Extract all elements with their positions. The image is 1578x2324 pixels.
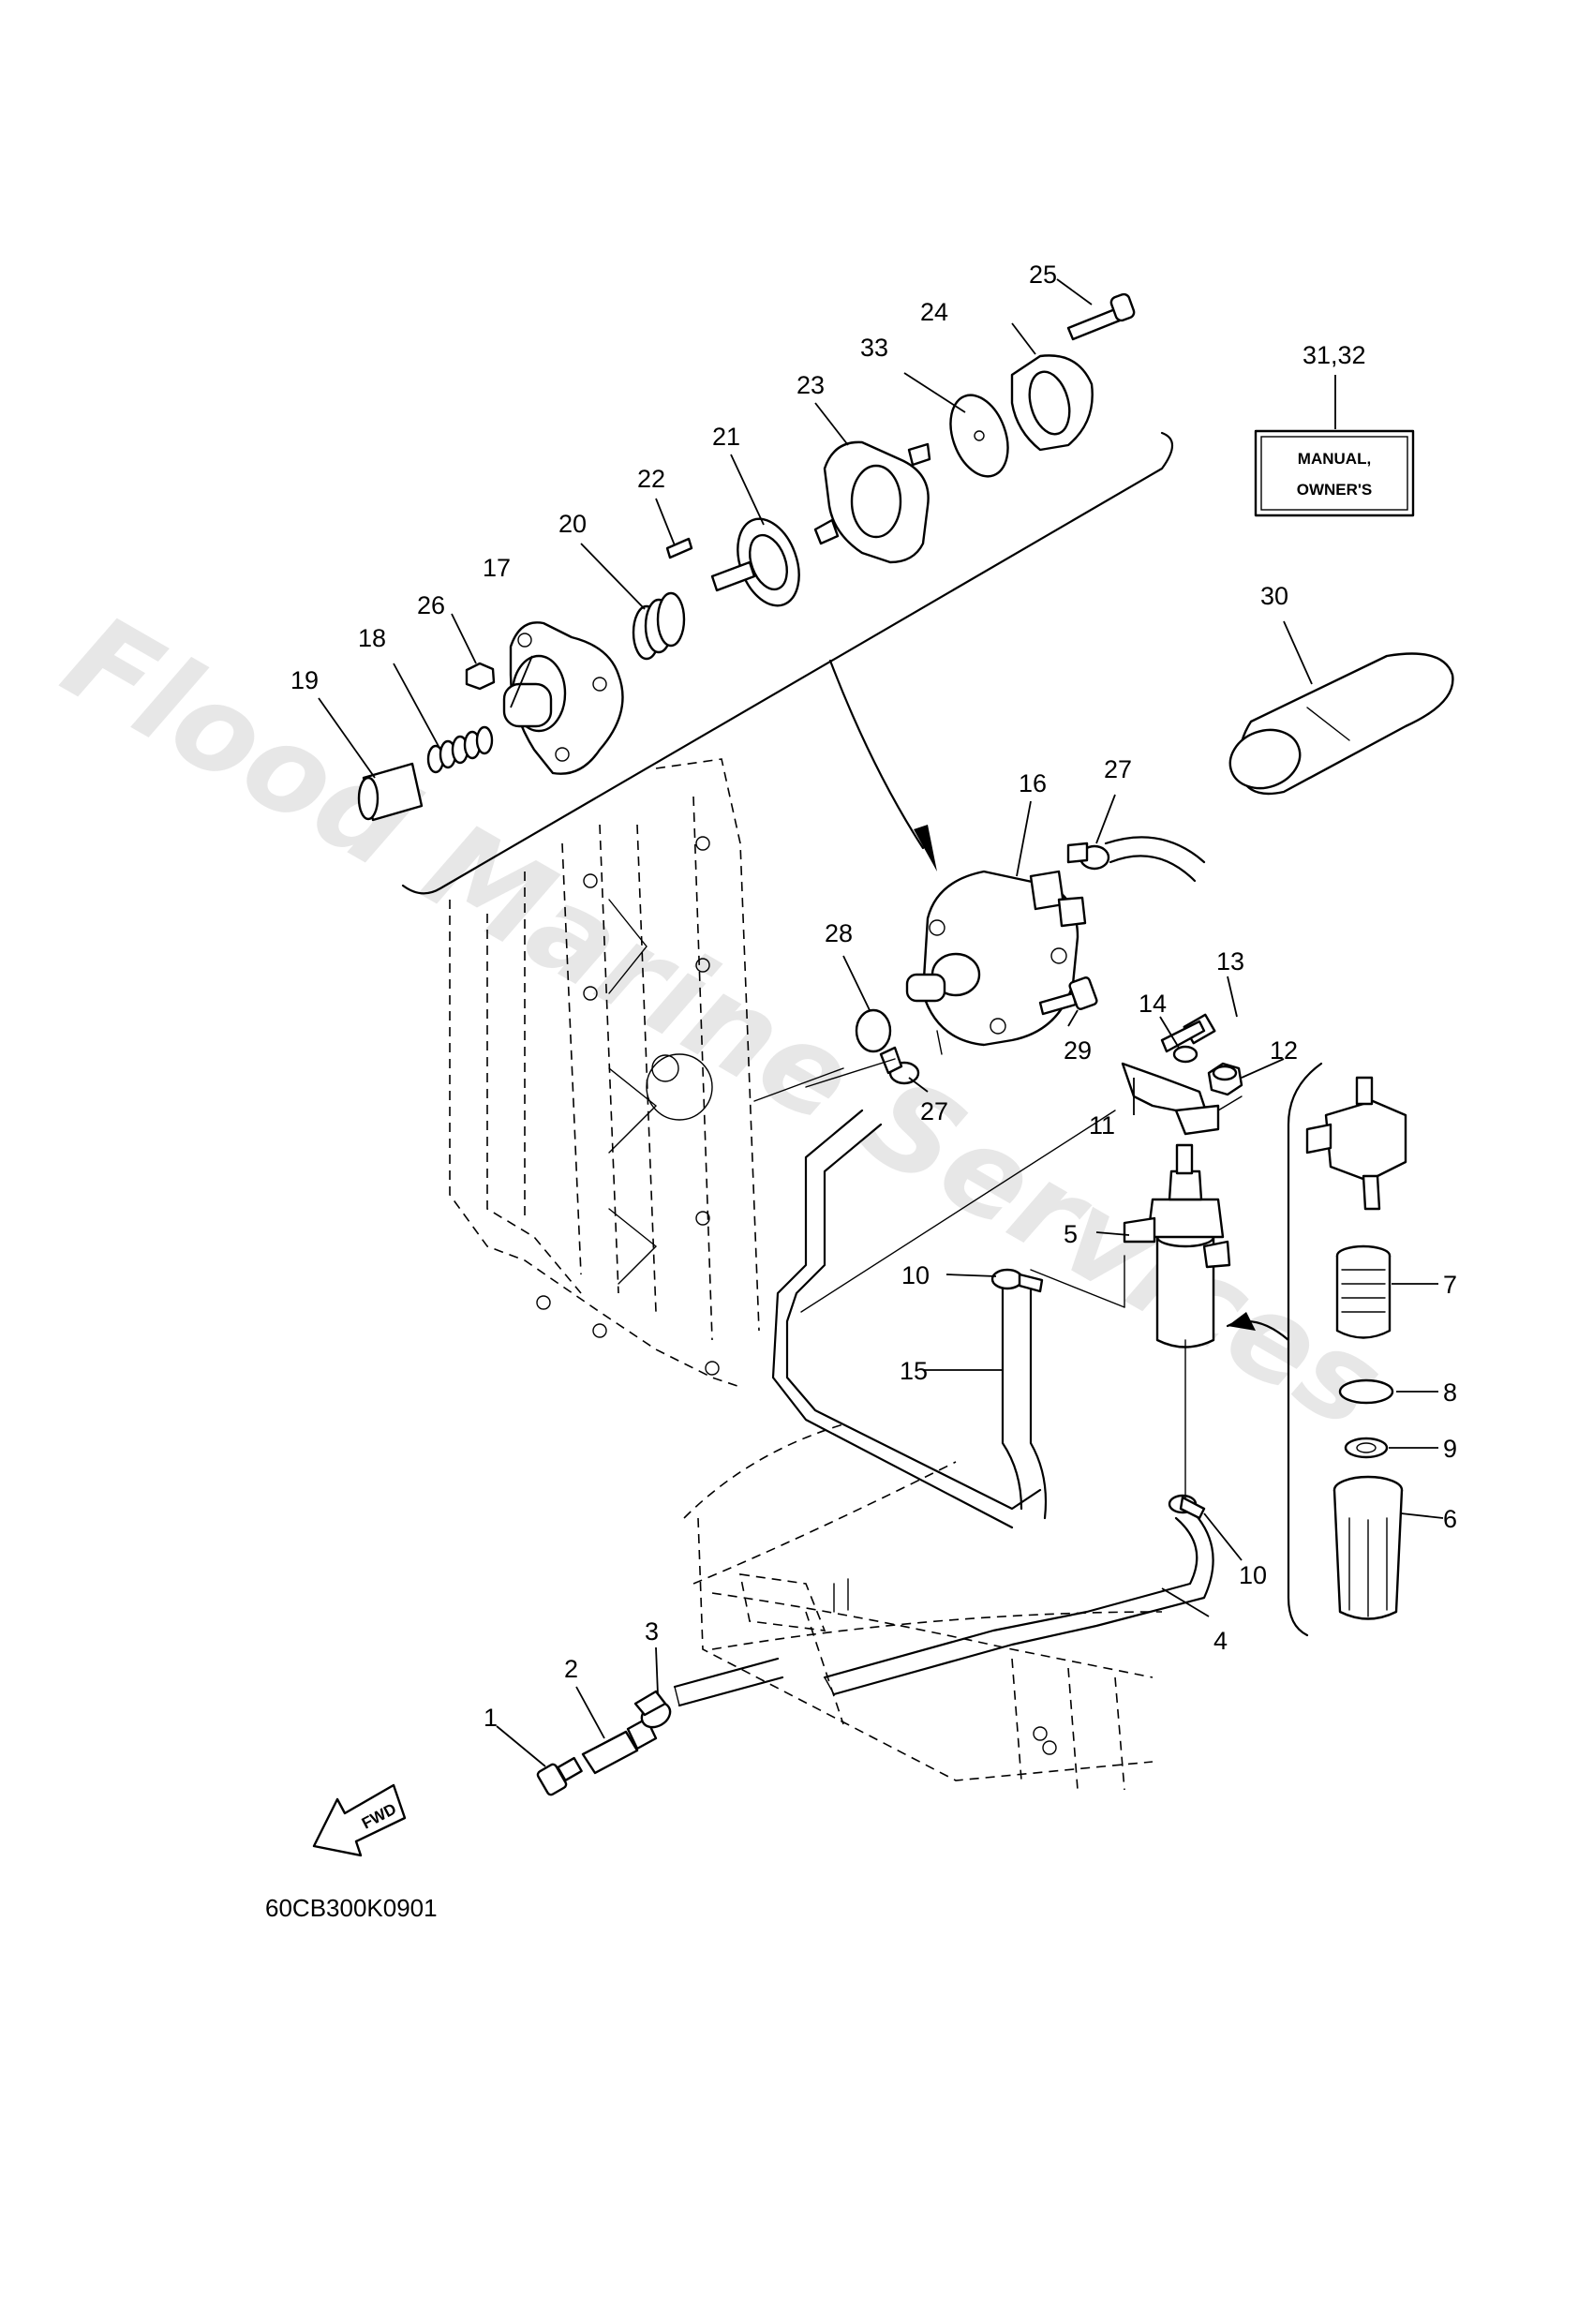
callout-9: 9: [1443, 1435, 1457, 1463]
filter-detail-bracket: [1287, 1062, 1323, 1637]
part-11-bracket: [1121, 1062, 1220, 1136]
part-1-screw: [536, 1756, 583, 1796]
part-28-o-ring: [855, 1008, 892, 1053]
callout-16: 16: [1019, 769, 1047, 797]
callout-5: 5: [1064, 1220, 1078, 1248]
part-31-32-owners-manual: MANUAL, OWNER'S: [1254, 429, 1415, 517]
exploded-view-bracket: [401, 431, 1174, 895]
callout-15: 15: [900, 1357, 928, 1385]
callout-19: 19: [290, 666, 319, 694]
part-20-spring: [632, 591, 686, 661]
assembly-guidelines: [753, 1030, 1243, 1313]
part-22-pin: [665, 537, 693, 559]
callout-6: 6: [1443, 1505, 1457, 1533]
part-21-diaphragm: [710, 517, 800, 607]
part-29-bolt: [1038, 976, 1098, 1016]
part-30-tube: [1228, 652, 1454, 796]
callout-24: 24: [920, 298, 948, 326]
part-16-fuel-pump: [905, 870, 1087, 1047]
part-27-clip-upper: [1066, 842, 1110, 871]
callout-17: 17: [483, 554, 511, 582]
part-5-fuel-filter: [1123, 1143, 1231, 1500]
callout-3: 3: [645, 1617, 659, 1646]
callout-30: 30: [1260, 582, 1288, 610]
manual-label-line1: MANUAL,: [1298, 450, 1371, 468]
callout-22: 22: [637, 465, 665, 493]
callout-1: 1: [484, 1704, 498, 1732]
callout-27-lower: 27: [920, 1097, 948, 1125]
part-23-pump-body: [813, 440, 931, 564]
part-13-bolt: [1160, 1013, 1216, 1053]
callout-14: 14: [1139, 990, 1167, 1018]
part-19-cap: [357, 762, 424, 822]
callout-10-lower: 10: [1239, 1561, 1267, 1589]
part-10-clip-upper: [990, 1268, 1044, 1293]
part-17-pump-cover: [502, 621, 624, 775]
part-24-cover: [1010, 354, 1094, 452]
callout-18: 18: [358, 624, 386, 652]
part-26-nut: [465, 662, 496, 691]
callout-31-32: 31,32: [1303, 341, 1366, 369]
manual-label-line2: OWNER'S: [1297, 481, 1373, 499]
callout-labels: 1 2 3 4 5 6 7 8 9 10 10 11 12 13 14 15 1…: [290, 261, 1457, 1732]
callout-10-upper: 10: [901, 1261, 930, 1289]
part-valve-detail: [1305, 1076, 1407, 1211]
part-14-washer: [1172, 1045, 1198, 1064]
callout-27-upper: 27: [1104, 755, 1132, 783]
callout-2: 2: [564, 1655, 578, 1683]
part-33-diaphragm: [949, 394, 1009, 478]
diagram-code: 60CB300K0901: [265, 1894, 438, 1922]
callout-28: 28: [825, 919, 853, 947]
callout-23: 23: [796, 371, 825, 399]
lower-cowling: [683, 1423, 1163, 1791]
part-9-nut: [1344, 1437, 1389, 1459]
fuel-hoses: [673, 836, 1214, 1707]
callout-29: 29: [1064, 1036, 1092, 1065]
leader-lines: [318, 278, 1444, 1767]
part-6-filter-cup: [1332, 1475, 1404, 1620]
fwd-arrow-icon: FWD: [312, 1783, 407, 1857]
callout-12: 12: [1270, 1036, 1298, 1065]
callout-8: 8: [1443, 1378, 1457, 1407]
callout-11: 11: [1089, 1111, 1115, 1140]
callout-13: 13: [1216, 947, 1244, 976]
part-10-clip-lower: [1168, 1494, 1206, 1520]
callout-26: 26: [417, 591, 445, 619]
callout-20: 20: [558, 510, 587, 538]
callout-7: 7: [1443, 1271, 1457, 1299]
part-18-spring: [426, 725, 494, 774]
part-2-joint: [581, 1717, 658, 1775]
cylinder-block: [449, 758, 760, 1388]
callout-4: 4: [1213, 1627, 1228, 1655]
part-25-screw: [1066, 292, 1136, 341]
callout-21: 21: [712, 423, 740, 451]
part-8-o-ring: [1338, 1378, 1394, 1405]
part-12-nut: [1207, 1062, 1243, 1096]
part-7-filter-element: [1335, 1244, 1392, 1339]
callout-25: 25: [1029, 261, 1057, 289]
callout-33: 33: [860, 334, 888, 362]
part-3-clip: [633, 1690, 672, 1729]
